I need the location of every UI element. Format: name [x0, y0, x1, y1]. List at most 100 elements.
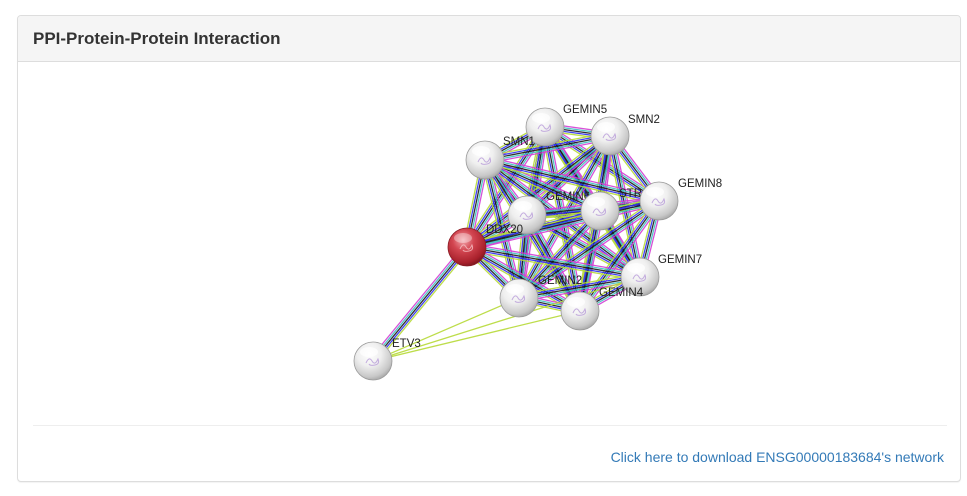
- edge-gemin8-gemin4: [582, 202, 663, 314]
- edge-smn2-smn1: [485, 137, 611, 163]
- node-highlight: [627, 263, 645, 273]
- ppi-panel: PPI-Protein-Protein Interaction Click he…: [17, 15, 961, 482]
- node-label: ETV3: [392, 338, 421, 350]
- edge-ddx20-gemin7: [466, 246, 641, 278]
- protein-structure-icon: [572, 307, 587, 316]
- edge-gemin8-ddx20: [466, 196, 659, 245]
- node-highlight: [587, 197, 605, 207]
- edge-etv3-ddx20: [369, 244, 465, 360]
- node-label: SMN1: [503, 136, 535, 148]
- edge-gemin8-gemin4: [579, 200, 660, 312]
- node-label: GEMIN8: [678, 178, 722, 190]
- protein-structure-icon: [651, 197, 666, 206]
- edge-etv3-ddx20: [371, 245, 467, 361]
- edge-etv3-ddx20: [373, 247, 469, 363]
- edge-smn1-gemin8: [484, 159, 660, 202]
- edge-ddx20-gemin7: [466, 249, 640, 282]
- node-circle[interactable]: [447, 227, 487, 267]
- node-smn2[interactable]: SMN2: [590, 114, 660, 156]
- edge-gemin7-gemin2: [518, 274, 640, 297]
- edge-gemin5-gemin8: [542, 129, 658, 205]
- edge-smn1-gemin8: [484, 161, 659, 204]
- node-gemin7[interactable]: GEMIN7: [620, 254, 702, 297]
- edge-gemin8-ddx20: [467, 202, 660, 250]
- edge-smn1-gemin4: [481, 161, 578, 314]
- edge-smn1-gemin8: [485, 157, 660, 200]
- protein-structure-icon: [365, 357, 380, 366]
- network-edges: [369, 122, 664, 364]
- node-label: GEMIN2: [538, 275, 582, 287]
- edge-ddx20-gemin7: [467, 244, 641, 276]
- edge-gemin8-ddx20: [466, 200, 660, 248]
- edge-gemin8-ddx20: [466, 198, 659, 246]
- node-highlight: [506, 284, 524, 294]
- edge-etv3-gemin4: [372, 310, 581, 362]
- edge-gemin8-gemin4: [580, 201, 661, 313]
- protein-structure-icon: [477, 156, 492, 165]
- edge-ddx20-gemin7: [466, 248, 640, 280]
- protein-structure-icon: [632, 273, 647, 282]
- node-highlight: [532, 113, 550, 123]
- protein-structure-icon: [511, 294, 526, 303]
- node-ddx20[interactable]: DDX20: [447, 224, 523, 267]
- node-gemin6[interactable]: GEMIN6: [507, 191, 590, 235]
- edge-etv3-ddx20: [375, 248, 471, 364]
- edge-gemin8-gemin2: [518, 200, 660, 299]
- node-strap[interactable]: STRAP: [580, 188, 658, 231]
- node-label: GEMIN7: [658, 254, 702, 266]
- edge-ddx20-gemin4: [468, 243, 583, 309]
- edge-smn1-gemin8: [485, 155, 660, 199]
- node-label: GEMIN5: [563, 104, 607, 116]
- node-highlight: [514, 201, 532, 211]
- node-highlight: [472, 146, 490, 156]
- panel-heading: PPI-Protein-Protein Interaction: [18, 16, 960, 62]
- edge-gemin8-gemin4: [576, 198, 657, 310]
- panel-title: PPI-Protein-Protein Interaction: [33, 29, 281, 48]
- edge-smn2-ddx20: [466, 135, 611, 248]
- edge-gemin8-gemin2: [520, 203, 662, 302]
- node-highlight: [567, 297, 585, 307]
- edge-gemin8-gemin2: [519, 201, 661, 301]
- edge-gemin7-gemin2: [519, 278, 641, 301]
- edge-etv3-gemin7: [372, 276, 641, 362]
- node-label: DDX20: [486, 224, 523, 236]
- edge-strap-gemin2: [517, 209, 600, 298]
- protein-structure-icon: [602, 132, 617, 141]
- edge-gemin6-gemin7: [528, 211, 643, 275]
- edge-smn2-smn1: [485, 138, 611, 165]
- node-highlight: [646, 187, 664, 197]
- protein-structure-icon: [537, 123, 552, 132]
- node-highlight: [360, 347, 378, 357]
- node-label: SMN2: [628, 114, 660, 126]
- node-gemin5[interactable]: GEMIN5: [525, 104, 607, 147]
- download-network-link[interactable]: Click here to download ENSG00000183684's…: [610, 449, 944, 465]
- edge-gemin8-ddx20: [467, 203, 660, 252]
- node-gemin8[interactable]: GEMIN8: [639, 178, 722, 221]
- edge-etv3-gemin2: [372, 297, 520, 362]
- edge-gemin7-gemin2: [518, 272, 640, 296]
- node-gemin4[interactable]: GEMIN4: [560, 287, 644, 331]
- edge-smn2-ddx20: [465, 134, 610, 247]
- node-label: GEMIN4: [599, 287, 644, 299]
- edge-gemin7-gemin2: [518, 276, 641, 299]
- node-etv3[interactable]: ETV3: [353, 338, 421, 381]
- node-gemin2[interactable]: GEMIN2: [499, 275, 582, 318]
- protein-structure-icon: [459, 243, 474, 252]
- edge-ddx20-gemin7: [467, 242, 641, 275]
- node-highlight: [597, 122, 615, 132]
- edge-gemin8-gemin2: [516, 197, 658, 296]
- edge-etv3-ddx20: [372, 246, 468, 362]
- divider: [33, 425, 947, 426]
- edge-ddx20-gemin4: [467, 244, 582, 310]
- edge-smn2-smn1: [484, 135, 611, 161]
- edge-smn2-ddx20: [464, 132, 609, 245]
- protein-structure-icon: [519, 211, 534, 220]
- edge-smn1-gemin8: [484, 162, 659, 206]
- node-smn1[interactable]: SMN1: [465, 136, 535, 180]
- node-highlight: [454, 233, 472, 243]
- protein-structure-icon: [592, 207, 607, 216]
- node-label: GEMIN6: [546, 191, 590, 203]
- edge-ddx20-gemin4: [466, 246, 581, 312]
